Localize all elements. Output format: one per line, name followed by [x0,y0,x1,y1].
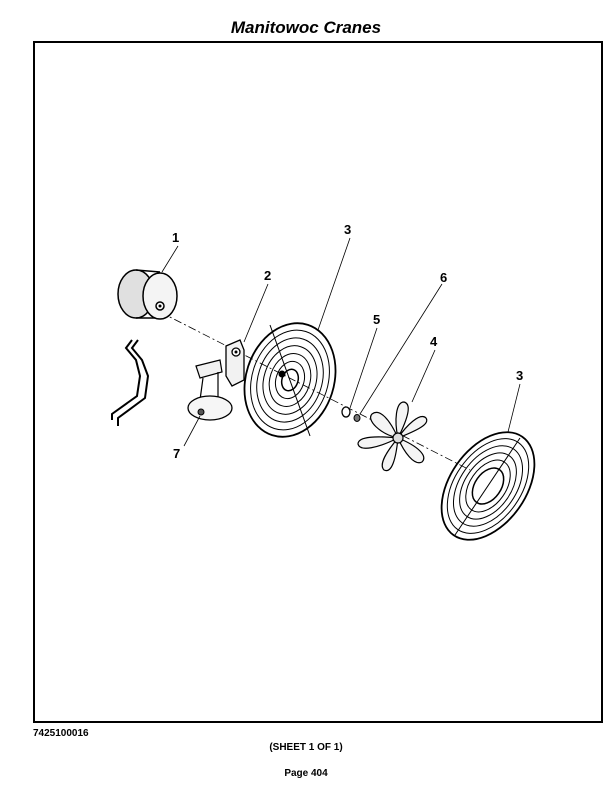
callout-4: 4 [430,334,438,349]
fan-guard-front-part [243,322,337,438]
washer-part [341,406,351,418]
fan-guard-back-part [440,431,536,541]
callout-7: 7 [173,446,180,461]
callout-3-back: 3 [516,368,523,383]
base-mount-part [187,359,233,421]
callout-5: 5 [373,312,380,327]
assembly-axis-line [159,311,471,471]
callout-6: 6 [440,270,447,285]
sheet-label: (SHEET 1 OF 1) [269,742,343,753]
nut-part [353,414,361,422]
page-number: Page 404 [284,768,328,779]
drawing-number: 7425100016 [33,728,89,739]
motor-part [111,269,178,426]
callout-leaders [161,237,521,447]
fan-blade-part [357,401,428,472]
callout-3-front: 3 [344,222,351,237]
callout-2: 2 [264,268,271,283]
callout-1: 1 [172,230,179,245]
bracket-part [225,339,245,387]
drawing-frame [33,41,603,723]
page-title: Manitowoc Cranes [230,18,382,37]
